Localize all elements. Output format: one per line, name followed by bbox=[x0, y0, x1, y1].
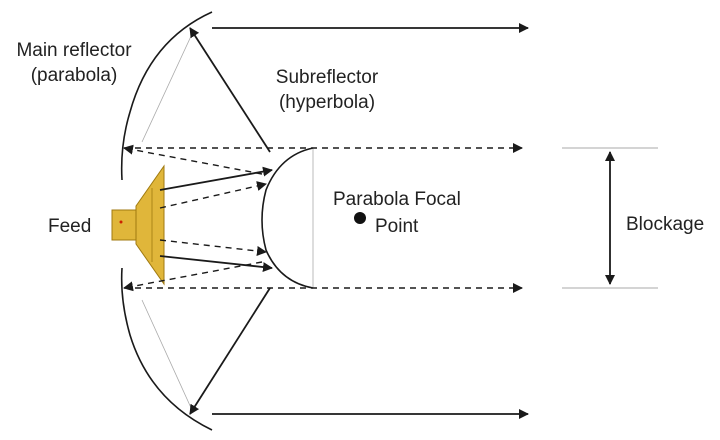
main-reflector-lower-arc bbox=[120, 267, 213, 431]
blockage-label: Blockage bbox=[626, 214, 704, 235]
focal-point-sublabel: Point bbox=[375, 216, 419, 237]
feed-horn bbox=[135, 164, 165, 286]
feed-label: Feed bbox=[48, 216, 91, 237]
feed-base bbox=[111, 209, 137, 241]
upper-guide-line bbox=[141, 33, 193, 143]
ray-sub-to-main-upper bbox=[189, 27, 271, 153]
dashed-ray-sub-to-main-upper bbox=[123, 144, 263, 175]
focal-point-label: Parabola Focal bbox=[333, 189, 461, 210]
subreflector-label: Subreflector bbox=[276, 67, 379, 88]
lower-guide-line bbox=[141, 299, 193, 411]
subreflector-sublabel: (hyperbola) bbox=[279, 92, 375, 113]
main-reflector-label: Main reflector bbox=[16, 40, 132, 61]
dashed-ray-feed-to-sub-2 bbox=[159, 239, 267, 256]
main-reflector-upper-arc bbox=[120, 11, 213, 181]
main-reflector-sublabel: (parabola) bbox=[31, 65, 118, 86]
feed-center-dot bbox=[119, 220, 123, 224]
focal-point-dot bbox=[354, 212, 366, 224]
subreflector-curve bbox=[261, 147, 314, 289]
ray-feed-to-sub-1 bbox=[159, 166, 273, 191]
dashed-ray-sub-to-main-lower bbox=[123, 261, 263, 292]
dashed-ray-feed-to-sub-1 bbox=[159, 181, 267, 209]
ray-feed-to-sub-2 bbox=[159, 255, 273, 273]
ray-sub-to-main-lower bbox=[189, 287, 271, 415]
